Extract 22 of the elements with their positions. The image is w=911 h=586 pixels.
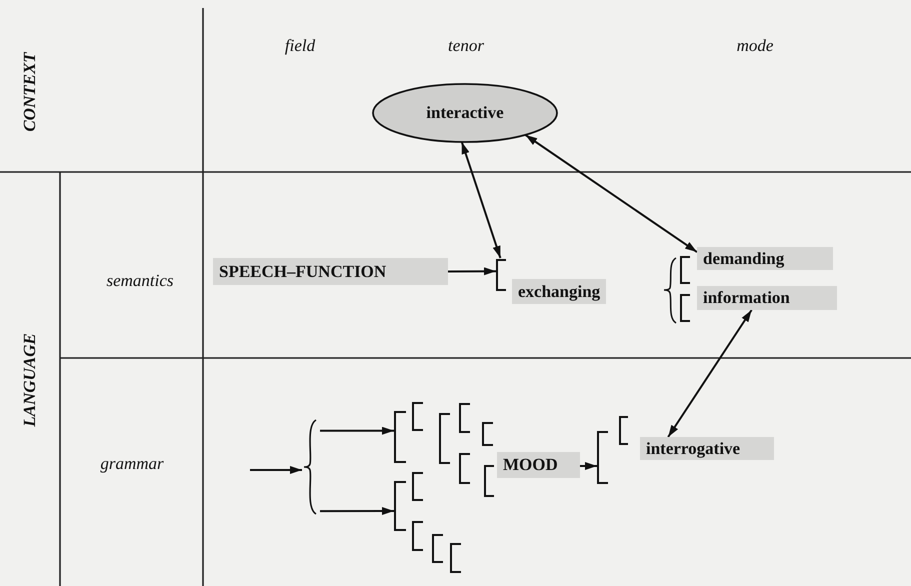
section-heading: CONTEXT <box>20 52 40 132</box>
feature-label: interactive <box>426 103 504 123</box>
section-heading: LANGUAGE <box>20 333 40 427</box>
feature-label: interrogative <box>640 437 774 460</box>
feature-label: SPEECH–FUNCTION <box>213 258 448 285</box>
feature-label: exchanging <box>512 279 606 304</box>
column-heading: field <box>284 36 316 56</box>
arrow <box>250 466 302 474</box>
arrow <box>524 134 698 253</box>
arrow <box>667 309 752 438</box>
arrow <box>460 142 502 258</box>
feature-label: information <box>697 286 837 310</box>
row-heading: grammar <box>100 454 164 474</box>
arrow <box>320 426 394 435</box>
arrow <box>320 507 394 516</box>
arrow <box>448 267 496 276</box>
row-heading: semantics <box>106 271 174 291</box>
feature-label: demanding <box>697 247 833 270</box>
arrow <box>580 462 597 470</box>
column-heading: mode <box>736 36 774 56</box>
feature-label: MOOD <box>497 452 580 478</box>
column-heading: tenor <box>448 36 484 56</box>
